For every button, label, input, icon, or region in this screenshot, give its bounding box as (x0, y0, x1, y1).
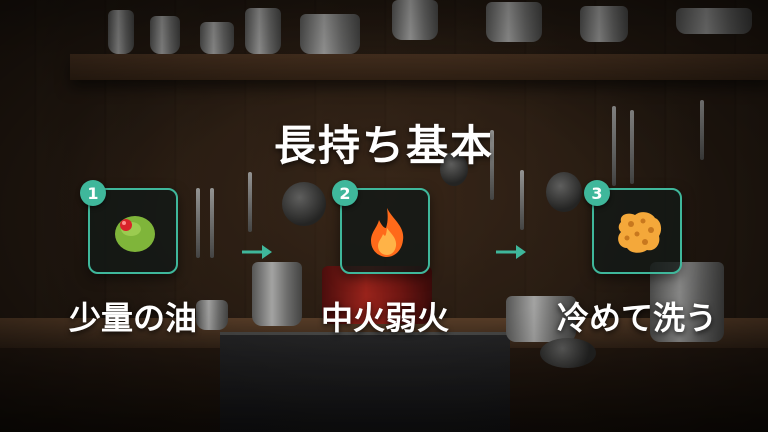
fire-icon (359, 204, 415, 260)
step-3-label: 冷めて洗う (527, 293, 747, 339)
step-1-badge: 1 (80, 180, 106, 206)
slide-title: 長持ち基本 (0, 112, 768, 173)
step-2-badge: 2 (332, 180, 358, 206)
arrow-right-icon (240, 242, 274, 262)
arrow-right-icon (494, 242, 528, 262)
step-2-label: 中火弱火 (285, 293, 485, 339)
sponge-icon (611, 204, 667, 260)
step-1-label: 少量の油 (33, 293, 233, 339)
step-3-badge: 3 (584, 180, 610, 206)
olive-icon (107, 204, 163, 260)
